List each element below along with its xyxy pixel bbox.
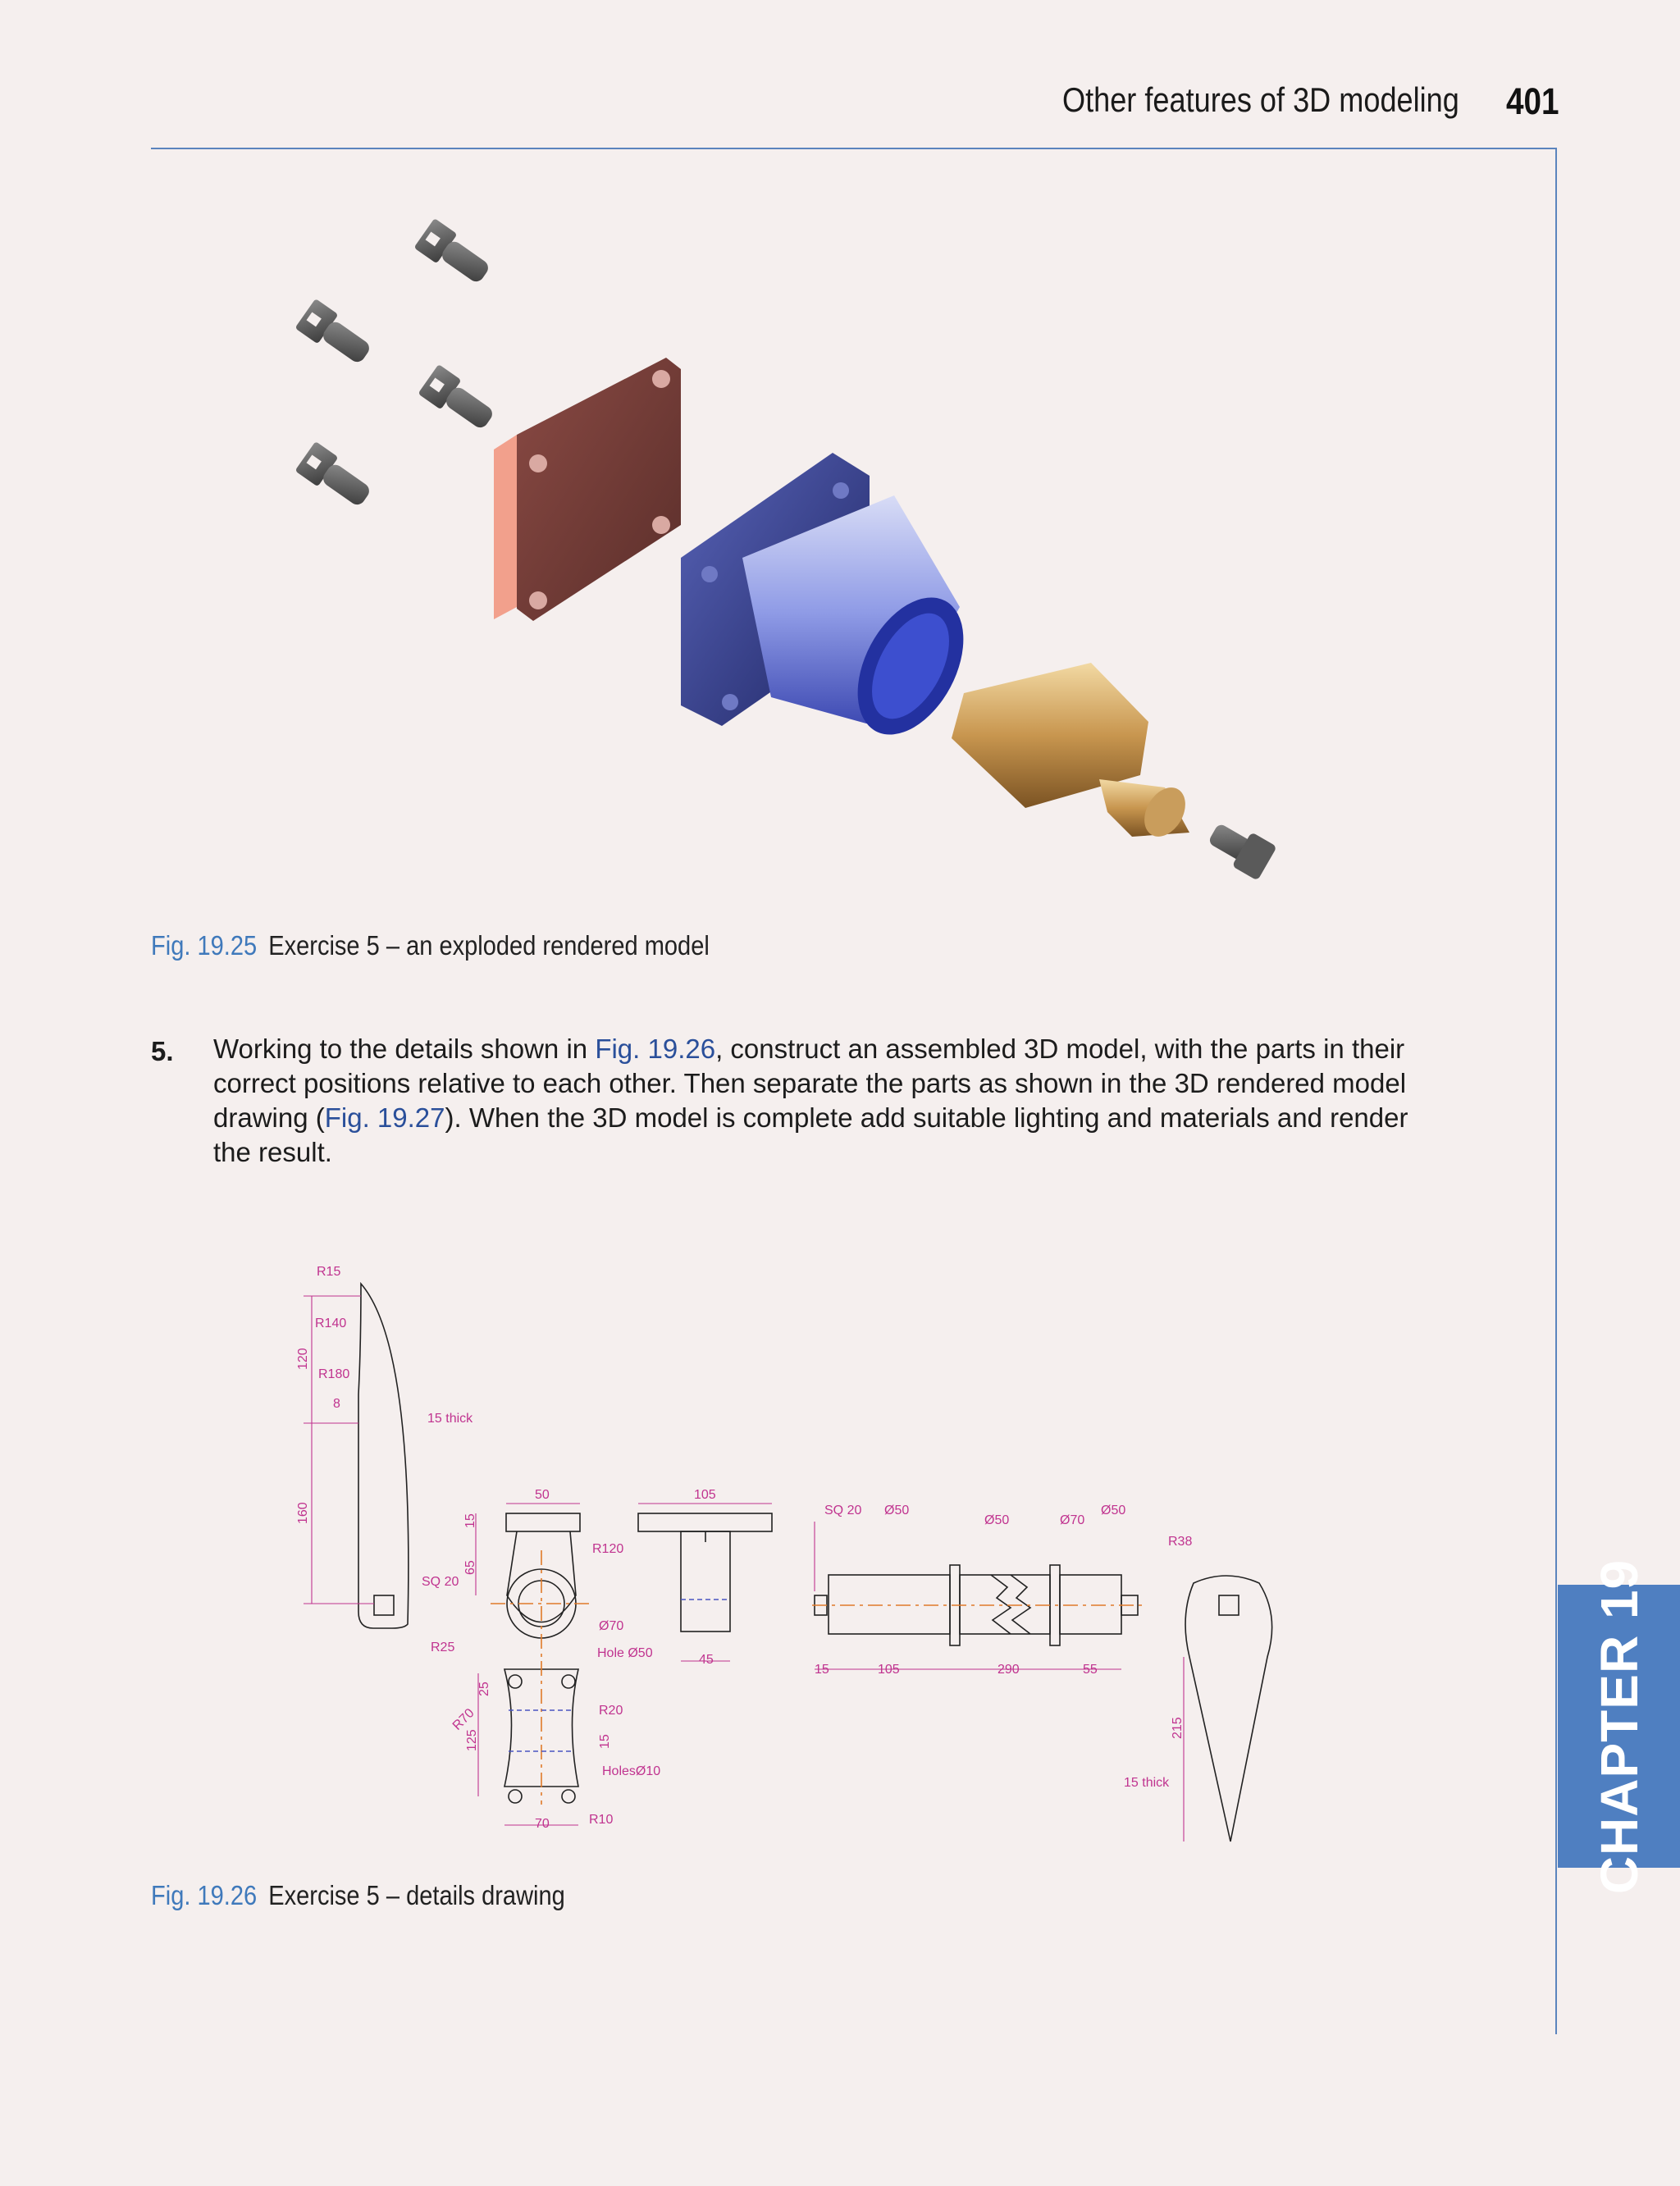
dimension-label: 15 bbox=[598, 1734, 612, 1749]
margin-rule bbox=[1555, 148, 1557, 2034]
figure-reference-link[interactable]: Fig. 19.26 bbox=[595, 1034, 716, 1064]
exercise-text-part: , construct an assembled 3D model, with … bbox=[213, 1034, 1407, 1133]
dimension-label: 50 bbox=[535, 1488, 550, 1502]
chapter-tab-label: CHAPTER 19 bbox=[1589, 1558, 1649, 1894]
dimension-label: SQ 20 bbox=[824, 1504, 861, 1517]
dimension-label: Ø50 bbox=[884, 1504, 909, 1517]
exercise-text-part: ). When the 3D model is complete add sui… bbox=[213, 1102, 1408, 1167]
flanged-housing bbox=[681, 453, 964, 735]
figure-caption-19-25: Fig. 19.25 Exercise 5 – an exploded rende… bbox=[151, 930, 710, 961]
hidden-lines bbox=[509, 1599, 730, 1752]
figure-caption-text: Exercise 5 – an exploded rendered model bbox=[268, 930, 710, 961]
dimension-label: R20 bbox=[599, 1704, 623, 1718]
dimension-label: R25 bbox=[431, 1641, 454, 1654]
dimension-label: 125 bbox=[465, 1729, 479, 1751]
dimension-label: 105 bbox=[878, 1663, 900, 1677]
dimension-label: R140 bbox=[315, 1317, 346, 1330]
dimension-label: 15 bbox=[463, 1513, 477, 1528]
dimension-label: R10 bbox=[589, 1813, 613, 1827]
exercise-text-part: Working to the details shown in bbox=[213, 1034, 596, 1064]
figure-caption-text: Exercise 5 – details drawing bbox=[268, 1880, 565, 1910]
exploded-rendered-model-figure bbox=[296, 219, 1276, 879]
bolt-1 bbox=[415, 219, 488, 282]
bolt-4 bbox=[296, 442, 369, 505]
dimension-label: R15 bbox=[317, 1265, 340, 1279]
dimension-label: 8 bbox=[333, 1397, 340, 1411]
dimension-label: 105 bbox=[694, 1488, 716, 1502]
dimension-label: 15 bbox=[815, 1663, 829, 1677]
dimension-label: R180 bbox=[318, 1367, 349, 1381]
bolt-3 bbox=[419, 365, 492, 428]
dimension-label: R70 bbox=[450, 1706, 477, 1733]
centre-lines bbox=[491, 1550, 1144, 1805]
dimension-label: 290 bbox=[998, 1663, 1020, 1677]
dimension-label: Ø70 bbox=[599, 1619, 623, 1633]
dimension-label: 55 bbox=[1083, 1663, 1098, 1677]
dimension-label: Ø50 bbox=[1101, 1504, 1125, 1517]
dimension-label: 160 bbox=[296, 1502, 310, 1524]
dimension-label: Ø50 bbox=[984, 1513, 1009, 1527]
dimension-label: 70 bbox=[535, 1817, 550, 1831]
dimension-lines bbox=[304, 1295, 1185, 1841]
bolt-2 bbox=[296, 299, 369, 363]
figure-number: Fig. 19.25 bbox=[151, 930, 258, 961]
dimension-label: HolesØ10 bbox=[602, 1764, 660, 1778]
dimension-label: 45 bbox=[699, 1653, 714, 1667]
page-number: 401 bbox=[1506, 80, 1559, 122]
dimension-label: 15 thick bbox=[1124, 1776, 1170, 1790]
dimension-labels: R15 R140 R180 120 8 15 thick 160 SQ 20 R… bbox=[296, 1265, 1192, 1831]
dimension-label: R120 bbox=[592, 1542, 623, 1556]
exercise-text: Working to the details shown in Fig. 19.… bbox=[213, 1032, 1419, 1170]
dimension-label: 120 bbox=[296, 1348, 310, 1370]
brass-shaft bbox=[952, 663, 1189, 837]
chapter-tab: CHAPTER 19 bbox=[1558, 1558, 1680, 1894]
dimension-label: Ø70 bbox=[1060, 1513, 1084, 1527]
figure-number: Fig. 19.26 bbox=[151, 1880, 258, 1910]
dimension-label: R38 bbox=[1168, 1535, 1192, 1549]
figure-caption-19-26: Fig. 19.26 Exercise 5 – details drawing bbox=[151, 1880, 565, 1911]
running-head-title: Other features of 3D modeling bbox=[1062, 80, 1459, 119]
dimension-label: 65 bbox=[463, 1560, 477, 1575]
outline-geometry bbox=[358, 1281, 1273, 1842]
exercise-number: 5. bbox=[151, 1036, 174, 1066]
dimension-label: 15 thick bbox=[427, 1412, 473, 1426]
dimension-label: 25 bbox=[477, 1682, 491, 1696]
dimension-label: 215 bbox=[1171, 1717, 1185, 1739]
details-drawing-figure: R15 R140 R180 120 8 15 thick 160 SQ 20 R… bbox=[296, 1265, 1273, 1842]
dimension-label: SQ 20 bbox=[422, 1575, 459, 1589]
header-rule bbox=[151, 148, 1557, 149]
dimension-label: Hole Ø50 bbox=[597, 1646, 653, 1660]
cover-plate bbox=[494, 358, 681, 621]
end-bolt bbox=[1209, 824, 1276, 879]
figure-reference-link[interactable]: Fig. 19.27 bbox=[324, 1102, 445, 1133]
